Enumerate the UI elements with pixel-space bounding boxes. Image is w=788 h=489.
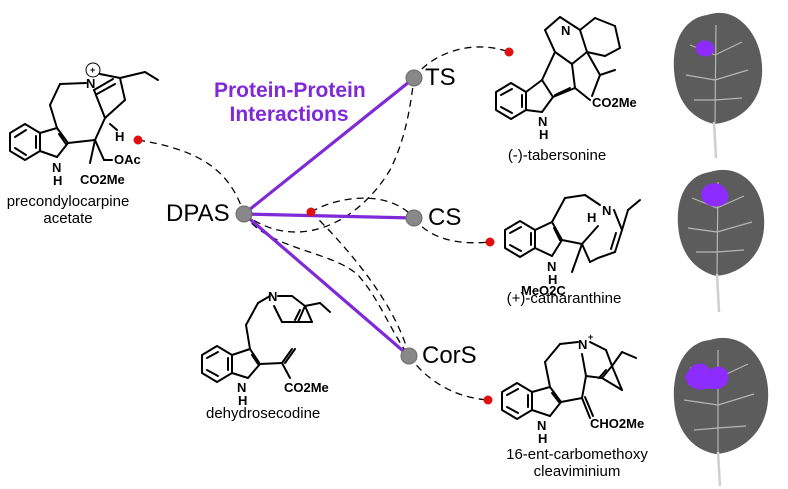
enzyme-node-cors [401, 348, 417, 364]
caption-line-1: 16-ent-carbomethoxy [502, 446, 652, 463]
enzyme-label-cs: CS [428, 204, 461, 232]
enzyme-node-cs [406, 210, 422, 226]
svg-text:H: H [115, 129, 124, 144]
svg-text:H: H [538, 431, 547, 446]
precondylocarpine-acetate-structure: N + H N H OAc CO2Me [10, 63, 158, 188]
caption-precondylocarpine-acetate: precondylocarpine acetate [6, 193, 130, 227]
enzyme-node-ts [406, 70, 422, 86]
title-line-2: Interactions [214, 103, 364, 127]
svg-text:N: N [86, 76, 95, 91]
marker-dot-tabersonine [505, 48, 514, 57]
caption-line-2: cleaviminium [502, 463, 652, 480]
fluorescence-spot-cors [685, 364, 728, 390]
svg-text:CHO2Me: CHO2Me [590, 416, 644, 431]
ppi-line-dpas-cs [244, 214, 414, 218]
marker-dot-precondylocarpine [134, 136, 143, 145]
svg-text:N: N [578, 337, 587, 352]
leaf-image-ts [674, 13, 762, 158]
caption-tabersonine: (-)-tabersonine [502, 147, 612, 164]
caption-line-2: acetate [6, 210, 130, 227]
caption-line-1: precondylocarpine [6, 193, 130, 210]
svg-text:H: H [53, 173, 62, 188]
marker-dot-center [307, 208, 316, 217]
marker-dot-catharanthine [486, 238, 495, 247]
caption-dehydrosecodine: dehydrosecodine [206, 405, 316, 422]
hub-label-dpas: DPAS [166, 200, 230, 228]
leaf-image-cors [674, 338, 768, 486]
tabersonine-structure: N N H CO2Me [496, 17, 637, 142]
caption-catharanthine: (+)-catharanthine [502, 290, 626, 307]
hub-node-dpas [236, 206, 252, 222]
svg-text:+: + [90, 65, 95, 75]
caption-cleaviminium: 16-ent-carbomethoxy cleaviminium [502, 446, 652, 480]
marker-dot-cleaviminium [484, 396, 493, 405]
svg-text:OAc: OAc [114, 152, 141, 167]
svg-text:N: N [602, 203, 611, 218]
svg-text:N: N [268, 289, 277, 304]
svg-text:CO2Me: CO2Me [284, 380, 329, 395]
leaf-image-cs [678, 170, 764, 312]
enzyme-label-cors: CorS [422, 342, 477, 370]
svg-text:N: N [561, 23, 570, 38]
diagram-title: Protein-Protein Interactions [214, 79, 364, 127]
ppi-line-dpas-cors [244, 214, 409, 356]
dehydrosecodine-structure: N N H CO2Me [202, 289, 330, 408]
svg-text:H: H [587, 210, 596, 225]
catharanthine-structure: N H N H MeO2C [505, 195, 640, 298]
svg-text:H: H [539, 127, 548, 142]
enzyme-label-ts: TS [425, 64, 456, 92]
svg-text:CO2Me: CO2Me [592, 95, 637, 110]
title-line-1: Protein-Protein [214, 79, 364, 103]
svg-text:+: + [588, 332, 593, 342]
cleaviminium-structure: N + N H CHO2Me [502, 332, 644, 446]
svg-text:CO2Me: CO2Me [80, 172, 125, 187]
